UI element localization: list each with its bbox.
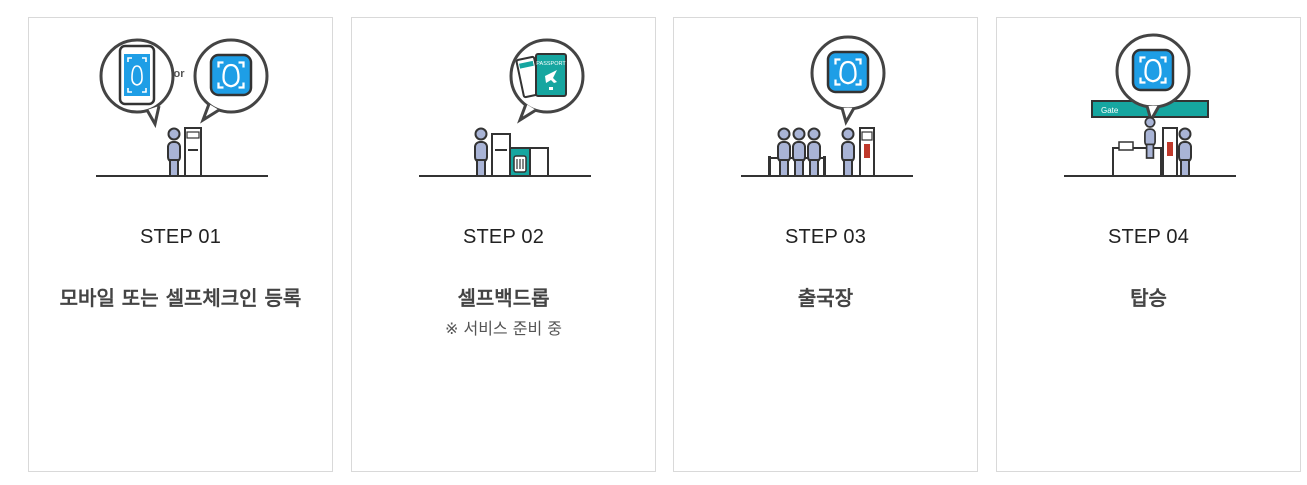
mobile-or-self-checkin-illustration: or xyxy=(96,38,269,177)
bag-drop-machine-icon xyxy=(491,133,549,177)
step-title: 탑승 xyxy=(1130,286,1167,310)
person-icon xyxy=(1178,127,1192,177)
step-label: STEP 04 xyxy=(1107,226,1190,248)
step-card-1: or STEP 01 모바일 또는 셀프체크인 등록 xyxy=(28,17,333,472)
boarding-pass-and-passport-bubble: PASSPORT xyxy=(509,38,585,124)
boarding-illustration: Gate xyxy=(1064,33,1236,177)
step-title: 셀프백드롭 xyxy=(457,286,550,310)
step-label: STEP 01 xyxy=(139,226,222,248)
service-preparing-note: ※ 서비스 준비 중 xyxy=(445,319,562,338)
person-icon xyxy=(841,127,855,177)
smartphone-face-scan-icon xyxy=(99,38,175,129)
step-title: 출국장 xyxy=(797,286,854,310)
passport-icon: PASSPORT xyxy=(535,53,567,97)
kiosk-icon xyxy=(184,127,202,177)
person-icon xyxy=(474,127,488,177)
queue-people-icon xyxy=(768,127,826,177)
face-scan-icon xyxy=(193,38,269,124)
face-scan-icon xyxy=(810,35,886,126)
person-icon xyxy=(167,127,181,177)
self-bag-drop-illustration: PASSPORT xyxy=(419,38,591,177)
departure-hall-illustration xyxy=(741,35,913,177)
step-card-3: STEP 03 출국장 xyxy=(673,17,978,472)
step-title: 모바일 또는 셀프체크인 등록 xyxy=(59,286,302,310)
step-label: STEP 03 xyxy=(784,226,867,248)
face-scan-icon xyxy=(1115,33,1191,124)
or-label: or xyxy=(174,68,186,80)
gate-sign-label: Gate xyxy=(1101,106,1119,115)
step-card-2: PASSPORT STEP 02 셀프백드롭 ※ 서비스 준비 중 xyxy=(351,17,656,472)
step-label: STEP 02 xyxy=(462,226,545,248)
passport-label: PASSPORT xyxy=(536,61,566,67)
gate-kiosk-icon xyxy=(859,127,875,177)
step-card-4: Gate STEP 04 탑승 xyxy=(996,17,1301,472)
boarding-counter-icon xyxy=(1112,116,1178,177)
